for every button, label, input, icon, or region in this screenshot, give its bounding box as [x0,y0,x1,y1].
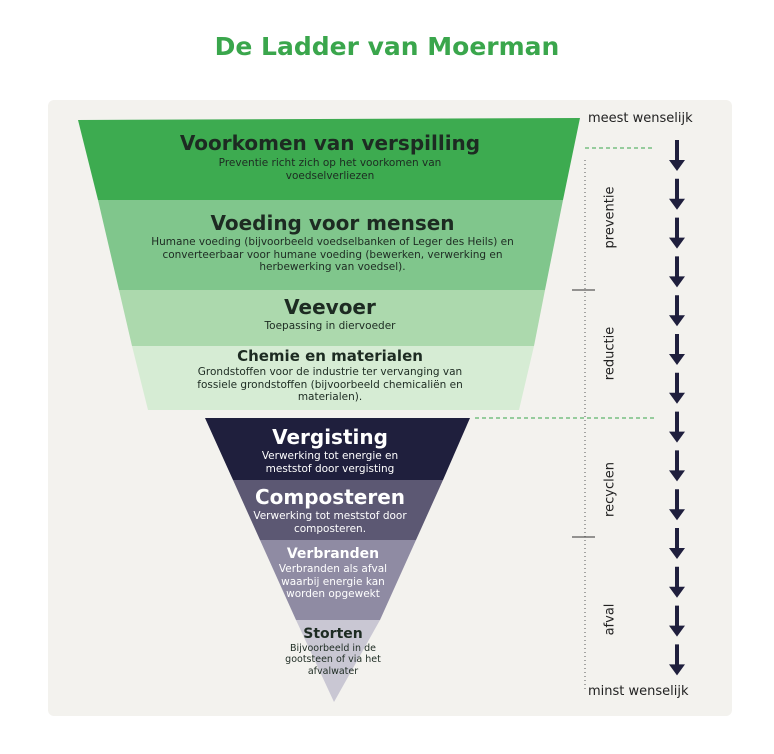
level-desc: Humane voeding (bijvoorbeeld voedselbank… [151,236,514,274]
category-reductie: reductie [602,326,618,381]
category-afval: afval [602,603,618,636]
down-arrow-icon [669,566,685,598]
down-arrow-icon [669,411,685,443]
down-arrow-icon [669,372,685,404]
down-arrow-icon [669,605,685,637]
level-title: Chemie en materialen [237,347,423,365]
category-preventie: preventie [602,186,618,249]
band-shape-7 [260,540,416,620]
band-shape-6 [233,480,443,540]
level-1: Voorkomen van verspilling Preventie rich… [130,132,530,182]
level-desc: Verbranden als afval waarbij energie kan… [278,563,388,601]
down-arrow-icon [669,217,685,249]
category-recyclen: recyclen [602,462,618,517]
band-shape-3 [119,290,545,346]
down-arrow-icon [669,256,685,288]
down-arrow-icon [669,489,685,521]
level-title: Vergisting [272,425,388,449]
band-shape-4 [132,346,534,410]
band-shape-5 [205,418,470,480]
arrow-column [669,140,685,676]
level-desc: Preventie richt zich op het voorkomen va… [218,157,442,182]
down-arrow-icon [669,295,685,327]
level-4: Chemie en materialen Grondstoffen voor d… [195,347,465,404]
band-shape-1 [78,118,580,200]
level-5: Vergisting Verwerking tot energie en mes… [255,426,405,475]
level-7: Verbranden Verbranden als afval waarbij … [278,546,388,601]
down-arrow-icon [669,334,685,365]
level-desc: Bijvoorbeeld in de gootsteen of via het … [285,643,381,677]
label-least-desirable: minst wenselijk [588,684,689,699]
level-title: Voorkomen van verspilling [179,131,481,155]
level-3: Veevoer Toepassing in diervoeder [180,296,480,333]
down-arrow-icon [669,140,685,171]
level-desc: Toepassing in diervoeder [264,320,396,332]
level-6: Composteren Verwerking tot meststof door… [240,486,420,535]
level-title: Voeding voor mensen [210,211,455,235]
level-desc: Verwerking tot energie en meststof door … [261,450,399,475]
band-shape-2 [98,200,563,290]
level-desc: Verwerking tot meststof door composteren… [253,510,407,535]
down-arrow-icon [669,178,685,210]
down-arrow-icon [669,528,685,559]
level-title: Veevoer [284,295,376,319]
label-most-desirable: meest wenselijk [588,111,693,126]
level-title: Storten [303,626,363,642]
level-desc: Grondstoffen voor de industrie ter verva… [197,366,463,404]
level-title: Verbranden [286,546,380,562]
page-title: De Ladder van Moerman [214,32,560,61]
down-arrow-icon [669,450,685,482]
down-arrow-icon [669,644,685,676]
band-shape-8 [296,620,380,702]
level-title: Composteren [254,485,405,509]
level-8: Storten Bijvoorbeeld in de gootsteen of … [283,626,383,677]
level-2: Voeding voor mensen Humane voeding (bijv… [140,212,525,274]
